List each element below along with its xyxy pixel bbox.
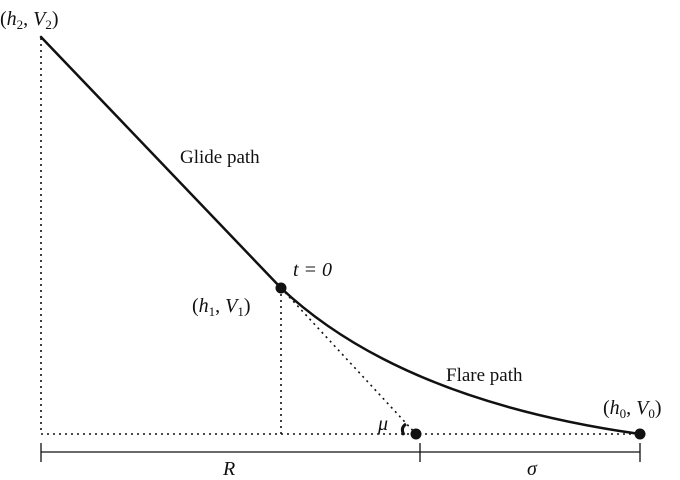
label-sigma: σ [527, 458, 538, 480]
point-t0 [275, 282, 287, 294]
label-point-1: (h1, V1) [192, 295, 251, 319]
point-intercept [410, 428, 422, 440]
label-flare-path: Flare path [446, 365, 523, 386]
label-point-0: (h0, V0) [603, 397, 662, 421]
label-mu: μ [377, 413, 388, 435]
label-point-2: (h2, V2) [0, 8, 59, 32]
label-glide-path: Glide path [180, 147, 260, 168]
flare-path-curve [279, 286, 642, 436]
glide-extension-dotted-line [280, 287, 417, 435]
label-t-zero: t = 0 [293, 259, 332, 281]
glide-path-line [39, 35, 283, 290]
point-touchdown [634, 428, 646, 440]
label-R: R [222, 458, 235, 480]
angle-mu-arc [400, 422, 407, 436]
